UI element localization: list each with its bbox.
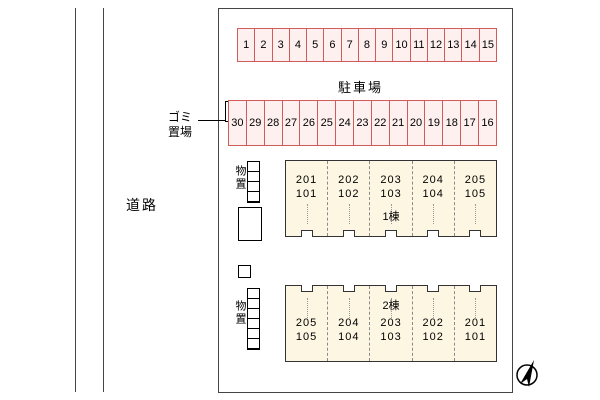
unit-lower-number: 101 <box>464 331 487 343</box>
unit-lower-number: 104 <box>338 331 360 343</box>
compass-icon <box>516 360 538 387</box>
building-label: 2棟 <box>382 300 400 312</box>
parking-stall-28: 28 <box>263 101 282 145</box>
parking-stall-25: 25 <box>317 101 335 145</box>
unit-lower-number: 102 <box>422 331 444 343</box>
parking-stall-6: 6 <box>323 29 340 61</box>
unit-upper-number: 205 <box>295 317 318 329</box>
unit-upper-number: 202 <box>338 174 360 186</box>
unit-upper-number: 205 <box>464 174 487 186</box>
parking-stall-30: 30 <box>231 117 244 129</box>
parking-stall-4: 4 <box>288 29 306 61</box>
unit-upper-number: 201 <box>464 317 487 329</box>
parking-stall-29: 29 <box>245 101 264 145</box>
unit-lower-number: 105 <box>464 188 487 200</box>
unit-upper-number: 201 <box>295 174 318 186</box>
parking-stall-7: 7 <box>340 29 358 61</box>
parking-stall-26: 26 <box>299 101 317 145</box>
parking-stall-22: 22 <box>370 101 389 145</box>
parking-stall-3: 3 <box>271 29 289 61</box>
shed-box <box>238 207 262 241</box>
garbage-storage-label: ゴミ 置場 <box>162 110 198 140</box>
unit-upper-number: 204 <box>422 174 444 186</box>
parking-stall-23: 23 <box>353 101 371 145</box>
parking-stall-18: 18 <box>442 101 460 145</box>
storage-shed-label-top: 物置 <box>234 165 246 191</box>
unit-203-103: 203 103 1棟 <box>369 161 411 236</box>
parking-stall-13: 13 <box>444 29 461 61</box>
unit-upper-number: 203 <box>380 174 402 186</box>
parking-stall-11: 11 <box>409 29 427 61</box>
storage-shed-label-bottom: 物置 <box>234 300 246 326</box>
parking-stall-17: 17 <box>460 101 478 145</box>
unit-upper-number: 204 <box>338 317 360 329</box>
parking-stall-1: 1 <box>243 39 250 51</box>
parking-stall-24: 24 <box>335 101 353 145</box>
road-edge-line-left <box>75 8 76 392</box>
parking-stall-15: 15 <box>478 29 496 61</box>
small-box <box>238 265 251 278</box>
parking-stall-8: 8 <box>357 29 375 61</box>
unit-lower-number: 103 <box>380 331 402 343</box>
garbage-label-line1: ゴミ <box>167 110 192 124</box>
road-edge-line-right <box>103 8 104 392</box>
parking-lot-label: 駐車場 <box>338 80 384 95</box>
parking-stall-21: 21 <box>388 101 407 145</box>
parking-stall-5: 5 <box>306 29 323 61</box>
parking-stall-14: 14 <box>461 29 478 61</box>
parking-stall-2: 2 <box>254 29 271 61</box>
unit-lower-number: 103 <box>380 188 402 200</box>
unit-upper-number: 203 <box>380 317 402 329</box>
parking-stall-27: 27 <box>281 101 300 145</box>
parking-stall-12: 12 <box>426 29 444 61</box>
building-label: 1棟 <box>382 211 400 223</box>
storage-shed-strip-bottom <box>247 288 260 350</box>
unit-upper-number: 202 <box>422 317 444 329</box>
storage-shed-strip-top <box>247 161 260 203</box>
parking-stall-9: 9 <box>375 29 392 61</box>
parking-stall-20: 20 <box>406 101 425 145</box>
parking-stall-10: 10 <box>392 29 409 61</box>
unit-203-103: 203 103 2棟 <box>369 286 411 361</box>
unit-lower-number: 104 <box>422 188 444 200</box>
parking-stall-19: 19 <box>424 101 442 145</box>
unit-lower-number: 101 <box>295 188 318 200</box>
garbage-pointer-line <box>198 120 228 121</box>
garbage-label-line2: 置場 <box>167 125 192 139</box>
parking-stall-16: 16 <box>478 101 496 145</box>
road-label: 道路 <box>126 197 158 213</box>
unit-lower-number: 102 <box>338 188 360 200</box>
unit-lower-number: 105 <box>295 331 318 343</box>
